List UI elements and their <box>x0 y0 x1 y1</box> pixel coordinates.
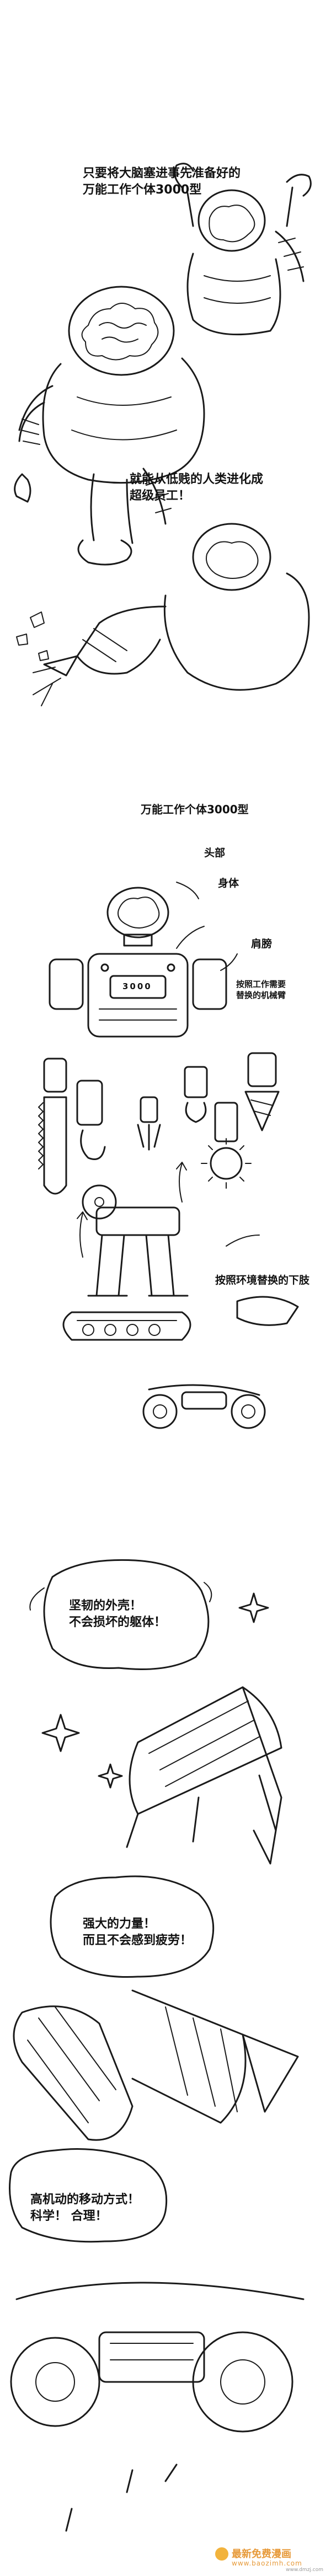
watermark-url: www.baozimh.com <box>232 2559 302 2567</box>
panel1-caption-2: 就能从低贱的人类进化成 超级员工！ <box>130 471 263 504</box>
caption-line: 万能工作个体3000型 <box>83 183 202 197</box>
label-shoulder: 肩膀 <box>251 938 273 950</box>
bubble1-text: 坚韧的外壳！ 不会损坏的躯体！ <box>69 1598 166 1630</box>
robot-large-front <box>14 286 205 566</box>
armor-shell <box>126 1686 282 1865</box>
speech-bubble-1 <box>29 1559 212 1670</box>
bubble3-text: 高机动的移动方式！ 科学！ 合理！ <box>30 2192 140 2224</box>
robot-diagram <box>38 882 299 1429</box>
bubble-line: 强大的力量！ <box>83 1917 156 1931</box>
sparkle <box>238 1592 269 1623</box>
robot-back <box>174 163 312 336</box>
label-line: 按照工作需要 <box>236 979 286 989</box>
bubble-line: 高机动的移动方式！ <box>30 2193 140 2207</box>
sparkle <box>98 1763 123 1789</box>
robot-drill <box>16 523 310 706</box>
label-arms: 按照工作需要 替换的机械臂 <box>236 979 286 1001</box>
bubble-line: 不会损坏的躯体！ <box>69 1615 167 1629</box>
watermark-title: 最新免费漫画 <box>232 2548 291 2560</box>
caption-line: 超级员工！ <box>130 489 191 503</box>
bubble-line: 坚韧的外壳！ <box>69 1599 142 1613</box>
wheels-closeup <box>10 2282 305 2532</box>
diagram-title: 万能工作个体3000型 <box>141 803 249 816</box>
label-legs: 按照环境替换的下肢 <box>215 1274 310 1286</box>
speech-bubble-2 <box>50 1875 215 1978</box>
speech-bubble-3 <box>9 2148 168 2243</box>
caption-line: 只要将大脑塞进事先准备好的 <box>83 167 241 180</box>
sparkle <box>41 1714 80 1752</box>
bubble2-text: 强大的力量！ 而且不会感到疲劳！ <box>83 1916 192 1949</box>
label-line: 替换的机械臂 <box>236 990 286 1001</box>
chest-display: 3000 <box>122 981 152 991</box>
drill-closeup <box>13 1989 299 2141</box>
panel1-caption: 只要将大脑塞进事先准备好的 万能工作个体3000型 <box>83 165 241 198</box>
bubble-line: 科学！ 合理！ <box>30 2209 108 2223</box>
bubble-line: 而且不会感到疲劳！ <box>83 1933 193 1947</box>
watermark: 最新免费漫画 www.baozimh.com www.dmzj.com <box>213 2544 323 2573</box>
watermark-small: www.dmzj.com <box>286 2567 323 2573</box>
watermark-logo-icon <box>215 2547 228 2561</box>
label-head: 头部 <box>204 847 226 859</box>
caption-line: 就能从低贱的人类进化成 <box>130 473 264 486</box>
label-body: 身体 <box>218 877 239 889</box>
